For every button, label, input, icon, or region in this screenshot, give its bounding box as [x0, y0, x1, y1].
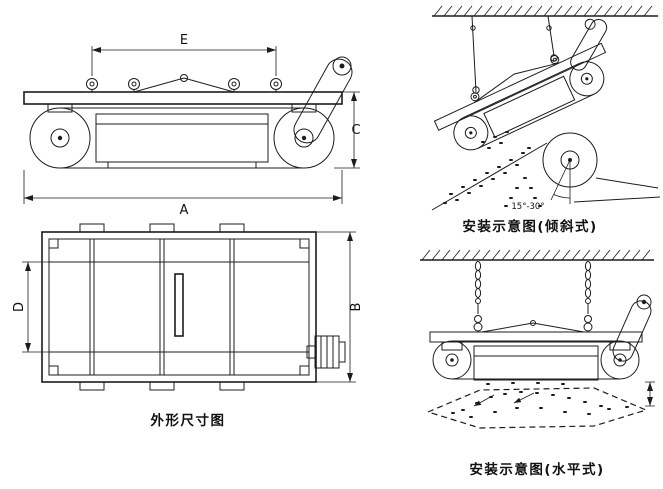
material-particles [443, 131, 542, 207]
caption-outline-dimensions: 外形尺寸图 [150, 413, 226, 429]
horizontal-install-drawing [420, 249, 655, 429]
hanging-chain-right [583, 261, 593, 332]
hanging-chain-left [473, 261, 483, 332]
belt-lines [60, 107, 304, 169]
side-view-figure: E A C [8, 28, 364, 220]
hanging-chains [470, 15, 558, 94]
dim-label-a: A [180, 203, 189, 218]
lifting-rings [86, 78, 282, 92]
caption-inclined-install: 安装示意图(倾斜式) [462, 219, 598, 235]
inclined-install-figure: 15°-30° [398, 2, 662, 214]
ceiling-hatch [433, 5, 653, 17]
outer-frame [41, 231, 317, 383]
material-pile-outline [426, 387, 648, 429]
material-flow-arrows [473, 392, 535, 407]
conveyor-belt-lines [431, 142, 661, 211]
dim-label-c: C [351, 123, 360, 138]
separator [429, 294, 652, 381]
drive-unit [293, 56, 353, 144]
inclined-install-drawing: 15°-30° [431, 5, 661, 212]
inner-frame [48, 238, 310, 376]
dimension-lines [23, 46, 360, 204]
dim-label-e: E [180, 33, 188, 48]
height-dimension [645, 381, 655, 407]
angle-label: 15°-30° [511, 202, 544, 212]
top-truss [133, 77, 235, 93]
horizontal-install-figure [412, 244, 662, 456]
pulley-right [273, 107, 335, 169]
side-view-drawing: E A C [23, 33, 361, 218]
ceiling-hatch [421, 249, 651, 261]
plan-view-drawing: D B [12, 223, 364, 391]
pulley-left [29, 107, 91, 169]
dimension-lines [22, 231, 356, 383]
dim-label-b: B [349, 303, 364, 312]
motor [306, 335, 346, 369]
material-particles [451, 382, 629, 418]
frame-rail [23, 91, 343, 105]
cross-members [89, 239, 235, 375]
angle-marking [550, 159, 571, 204]
magnet-body [95, 113, 269, 163]
belt-edges [49, 261, 309, 353]
plan-view-figure: D B [12, 222, 364, 402]
tilted-separator [433, 18, 608, 151]
center-slot [174, 273, 184, 337]
dim-label-d: D [12, 302, 27, 312]
caption-horizontal-install: 安装示意图(水平式) [469, 462, 605, 478]
mounting-pads [79, 223, 245, 391]
